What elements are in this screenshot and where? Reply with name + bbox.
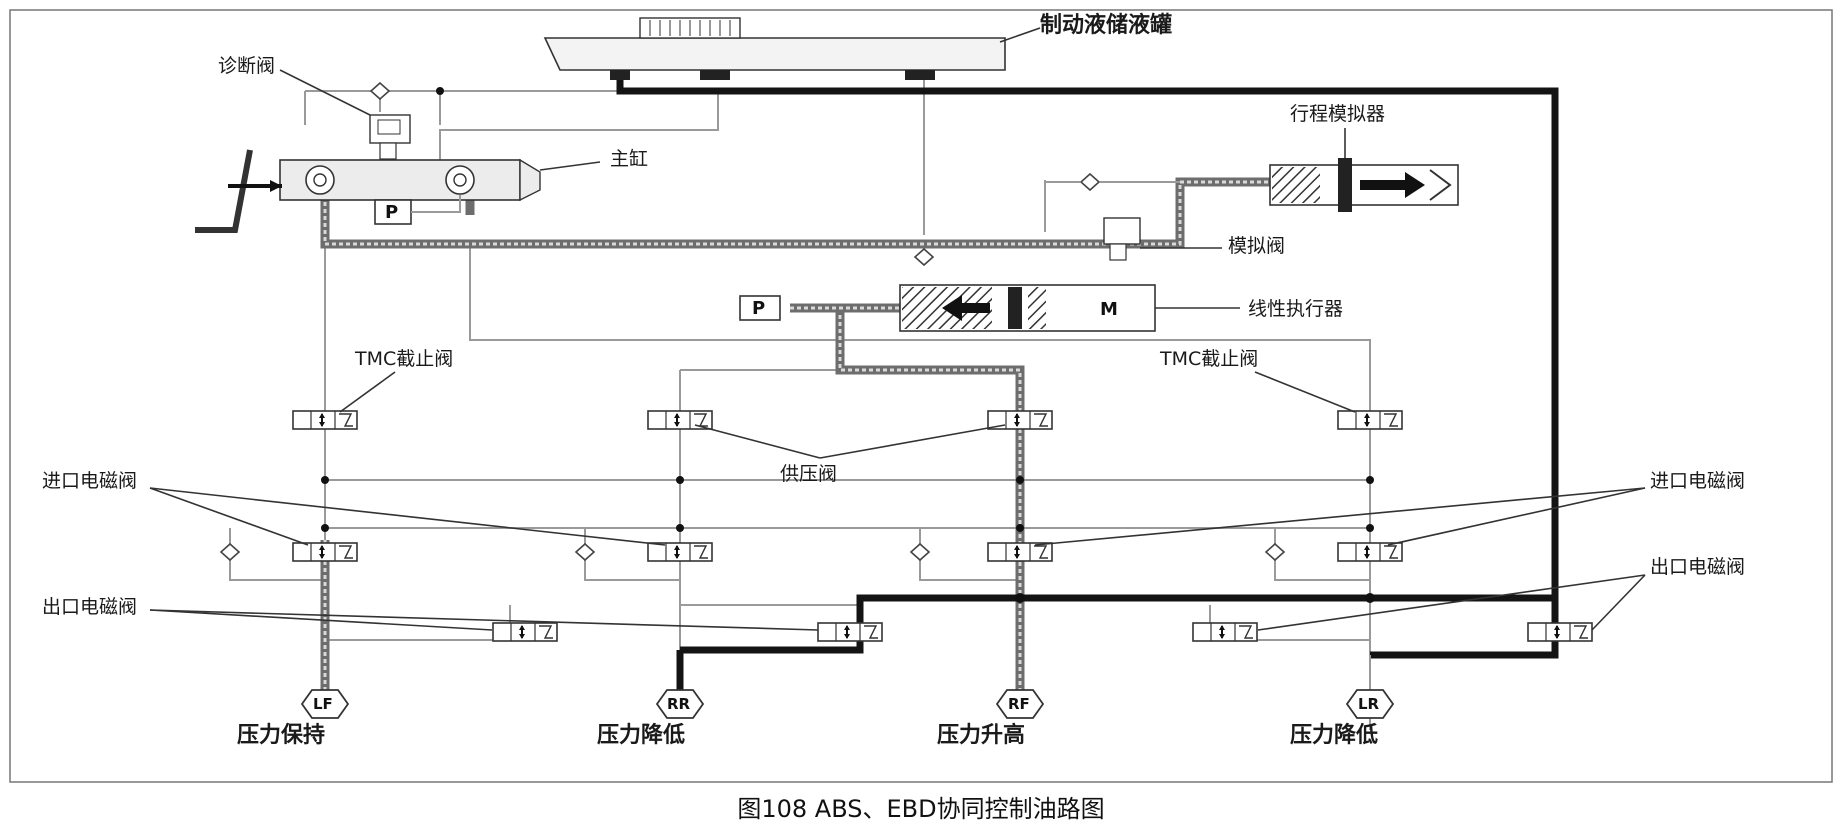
svg-text:LR: LR	[1358, 695, 1380, 713]
brake-fluid-reservoir	[543, 17, 1006, 80]
wheel-lr-status: 压力降低	[1290, 723, 1378, 748]
tmc-cut-valve-right	[1337, 410, 1403, 430]
wheel-lr: LR	[1345, 689, 1395, 719]
simulator-valve	[1045, 173, 1180, 261]
svg-text:M: M	[1100, 299, 1118, 320]
actuator-pressure-sensor: P	[739, 295, 781, 321]
svg-text:LF: LF	[313, 695, 333, 713]
master-cylinder	[195, 149, 541, 233]
master-cylinder-label: 主缸	[610, 148, 648, 170]
diag-valve-label: 诊断阀	[218, 55, 275, 77]
inlet-left-label: 进口电磁阀	[42, 470, 137, 492]
outlet-valve-rf	[1192, 622, 1258, 642]
master-cylinder-pipes	[320, 177, 1280, 690]
inlet-valve-rr	[647, 542, 713, 562]
stroke-simulator-label: 行程模拟器	[1290, 103, 1385, 125]
master-pressure-sensor: P	[374, 199, 412, 225]
figure-caption: 图108 ABS、EBD协同控制油路图	[737, 795, 1104, 823]
outlet-left-label: 出口电磁阀	[42, 596, 137, 618]
check-valve-lf	[220, 543, 240, 561]
check-valve-rr	[575, 543, 595, 561]
wheel-lf-status: 压力保持	[237, 723, 325, 748]
tmc-cut-valve-left	[292, 410, 358, 430]
wheel-lf: LF	[300, 689, 350, 719]
reservoir-label: 制动液储液罐	[1040, 12, 1172, 38]
diagnostic-valve	[369, 82, 411, 160]
return-lines	[616, 70, 1559, 659]
outlet-valve-rr	[817, 622, 883, 642]
wheel-rf-status: 压力升高	[937, 722, 1025, 748]
stroke-simulator	[1269, 158, 1459, 212]
inlet-valve-lr	[1337, 542, 1403, 562]
outlet-right-label: 出口电磁阀	[1650, 556, 1745, 578]
wheel-rf: RF	[995, 689, 1045, 719]
diagram-frame	[9, 9, 1833, 783]
inlet-valve-lf	[292, 542, 358, 562]
inlet-valve-rf	[987, 542, 1053, 562]
outlet-valve-lr	[1527, 622, 1593, 642]
svg-text:RR: RR	[667, 695, 691, 713]
wheel-rr-status: 压力降低	[597, 723, 685, 748]
svg-text:P: P	[752, 298, 765, 319]
outlet-valve-lf	[492, 622, 558, 642]
supply-valve-label: 供压阀	[780, 463, 837, 485]
inlet-right-label: 进口电磁阀	[1650, 470, 1745, 492]
linear-actuator-label: 线性执行器	[1248, 298, 1343, 320]
reservoir-check-valve	[914, 248, 934, 266]
linear-actuator: M	[899, 284, 1156, 332]
simulator-valve-label: 模拟阀	[1228, 235, 1285, 257]
check-valve-lr	[1265, 543, 1285, 561]
check-valve-rf	[910, 543, 930, 561]
tmc-right-label: TMC截止阀	[1159, 348, 1258, 370]
svg-text:P: P	[385, 202, 398, 223]
tmc-left-label: TMC截止阀	[354, 348, 453, 370]
svg-text:RF: RF	[1008, 695, 1030, 713]
wheel-rr: RR	[655, 689, 705, 719]
